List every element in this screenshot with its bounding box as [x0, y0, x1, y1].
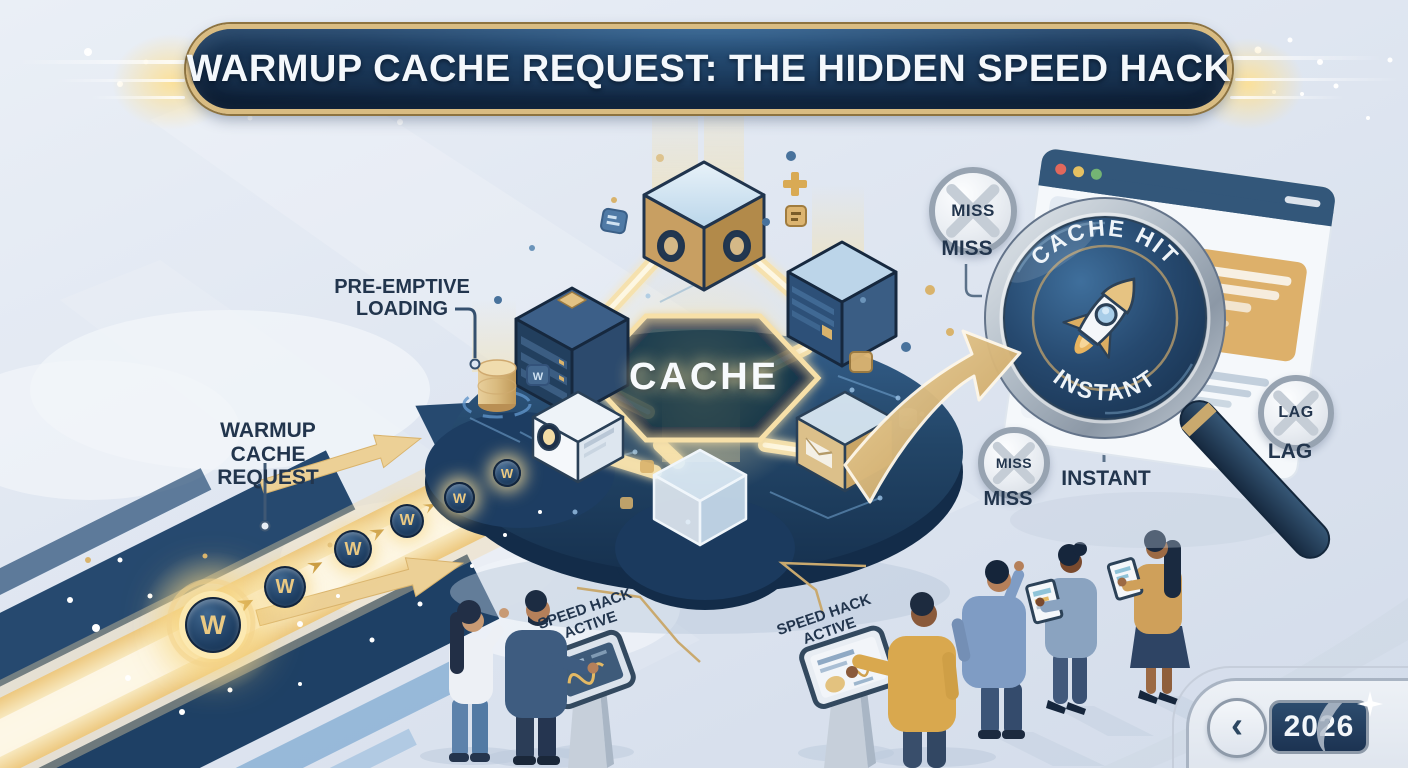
light-streak	[1222, 56, 1382, 60]
person-woman-gold-top	[1106, 530, 1190, 705]
w-chip-icon: W	[526, 364, 550, 386]
preemptive-label-line2: LOADING	[355, 298, 449, 321]
title-text: WARMUP CACHE REQUEST: THE HIDDEN SPEED H…	[186, 47, 1232, 90]
year-badge: 2026	[1269, 700, 1369, 754]
miss-label-bottom: MISS	[968, 488, 1048, 510]
w-token-text: W	[275, 575, 295, 598]
miss-badge-bottom-text: MISS	[995, 455, 1033, 471]
warmup-cache-request-label: WARMUP CACHE REQUEST	[186, 419, 350, 490]
miss-badge-bottom: MISS	[978, 427, 1050, 499]
magnifier-icon: CACHE HIT INSTANT	[984, 197, 1290, 548]
light-streak	[1235, 78, 1400, 81]
w-token-3: W	[334, 530, 372, 568]
instant-label: INSTANT	[1046, 467, 1166, 491]
person-man-blue-suit	[951, 560, 1026, 739]
w-token-1: W	[185, 597, 241, 653]
cache-text: CACHE	[628, 355, 780, 398]
gold-cube-top	[642, 160, 766, 292]
cache-hexagon	[584, 313, 822, 443]
year-text: 2026	[1283, 710, 1355, 743]
year-panel: ‹ 2026	[1186, 678, 1408, 768]
left-observers-group	[420, 590, 636, 768]
back-chevron-button: ‹	[1207, 698, 1267, 758]
miss-badge-top: MISS	[929, 167, 1017, 255]
right-observers-group	[798, 530, 1238, 768]
lag-label-text: LAG	[1267, 440, 1313, 463]
connector-lines	[259, 264, 1256, 663]
miss-label-bottom-text: MISS	[983, 488, 1033, 510]
lag-label: LAG	[1250, 440, 1330, 464]
w-token-6: W	[493, 459, 521, 487]
w-token-text: W	[200, 609, 226, 640]
gold-outline-arrow-top	[259, 434, 423, 495]
light-streak	[1230, 96, 1345, 99]
light-streak	[55, 79, 185, 82]
w-token-5: W	[444, 482, 475, 513]
person-woman-gray-suit	[1025, 542, 1097, 715]
light-streak	[90, 96, 185, 99]
w-token-text: W	[344, 538, 362, 559]
w-token-4: W	[390, 504, 424, 538]
rocket-icon	[1062, 277, 1136, 359]
magnifier-handle	[1179, 400, 1331, 559]
person-woman-white-top	[449, 600, 509, 762]
w-token-text: W	[452, 489, 467, 506]
w-token-text: W	[500, 465, 514, 481]
gold-curved-arrow	[843, 329, 1022, 504]
server-cube-right	[786, 240, 898, 368]
preemptive-loading-label: PRE-EMPTIVE LOADING	[326, 276, 478, 321]
person-man-navy-blazer	[505, 590, 599, 765]
preemptive-label-line1: PRE-EMPTIVE	[334, 276, 470, 298]
miss-badge-top-text: MISS	[951, 201, 995, 220]
year-panel-outline	[1172, 666, 1408, 768]
glass-cube-bottom	[652, 448, 748, 547]
miss-label-top-text: MISS	[941, 237, 993, 260]
white-cube-beam-target	[531, 390, 625, 484]
w-token-2: W	[264, 566, 306, 608]
lag-badge-text: LAG	[1278, 404, 1314, 421]
person-man-gold-sweater	[846, 592, 959, 768]
w-token-text: W	[399, 512, 415, 529]
gold-outline-arrow-bottom	[255, 557, 465, 627]
miss-label-top: MISS	[927, 237, 1007, 261]
window-traffic-lights-icon	[1055, 163, 1102, 180]
w-chip-label: W	[533, 371, 544, 383]
light-streak	[18, 60, 188, 64]
warmup-label-line2: REQUEST	[217, 466, 319, 490]
server-cube-left	[514, 286, 630, 418]
lag-badge: LAG	[1258, 375, 1334, 451]
database-icon	[462, 359, 532, 419]
cache-label: CACHE	[608, 351, 800, 403]
instant-label-text: INSTANT	[1061, 467, 1151, 490]
chevron-left-icon: ‹	[1231, 703, 1243, 745]
warmup-label-line1: WARMUP CACHE	[220, 419, 316, 466]
title-banner: WARMUP CACHE REQUEST: THE HIDDEN SPEED H…	[186, 24, 1232, 114]
